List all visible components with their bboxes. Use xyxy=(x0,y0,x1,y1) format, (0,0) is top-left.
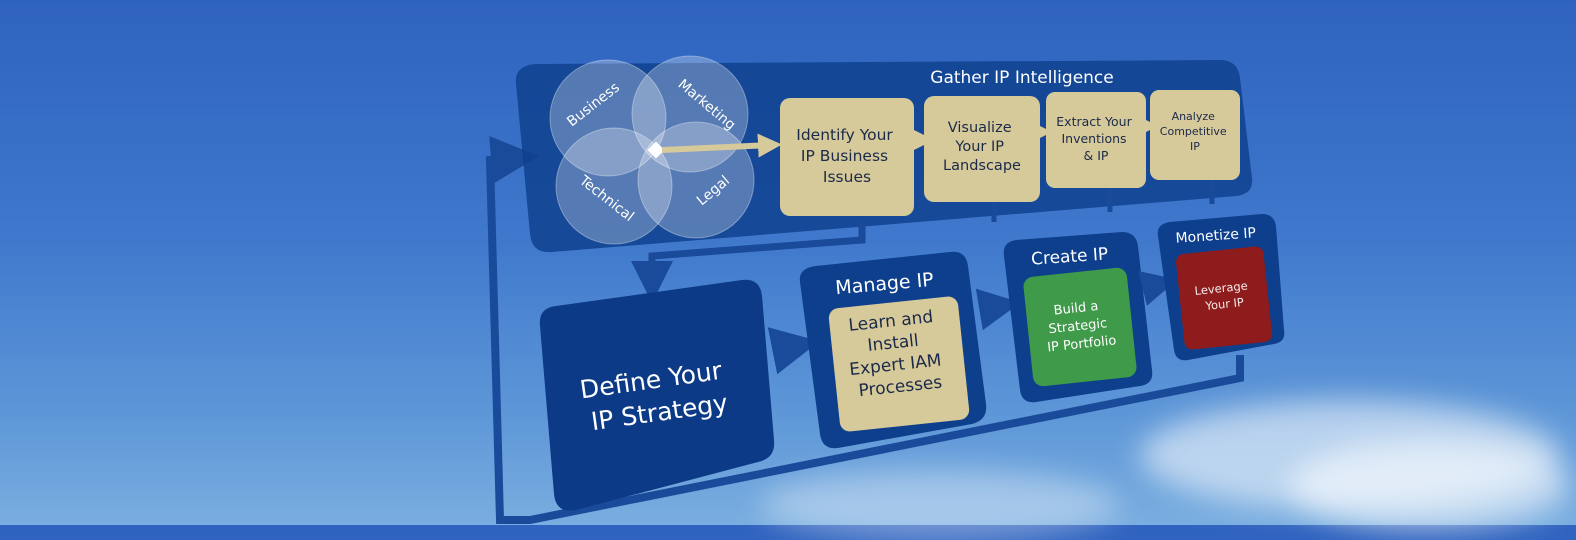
define-to-manage-arrow xyxy=(767,327,820,375)
define-strategy-box xyxy=(539,279,775,511)
venn-center-diamond xyxy=(647,141,665,159)
gather-title: Gather IP Intelligence xyxy=(930,68,1113,88)
create-content-box xyxy=(1023,267,1137,387)
venn-circle-legal xyxy=(637,121,755,239)
monetize-title: Monetize IP xyxy=(1175,225,1256,247)
monetize-content-text: Leverage Your IP xyxy=(1194,278,1254,314)
step-identify-text: Identify Your IP Business Issues xyxy=(796,126,897,186)
ip-management-diagram: Gather IP Intelligence Business Marketin… xyxy=(485,55,1285,524)
step-extract-box xyxy=(1046,92,1146,188)
step-visualize-box xyxy=(924,96,1040,202)
manage-to-create-arrow xyxy=(975,288,1021,331)
venn-to-identify-arrow xyxy=(661,133,782,158)
venn-circle-technical xyxy=(555,127,673,245)
step-visualize-text: Visualize Your IP Landscape xyxy=(943,120,1021,174)
step-identify-box xyxy=(780,98,914,216)
step-analyze-box xyxy=(1150,90,1240,180)
step-extract-text: Extract Your Inventions & IP xyxy=(1056,114,1135,163)
create-content-text: Build a Strategic IP Portfolio xyxy=(1043,298,1117,356)
manage-content-box xyxy=(828,296,970,432)
venn-circle-marketing xyxy=(631,55,749,173)
monetize-content-box xyxy=(1176,246,1272,350)
venn-circle-business xyxy=(549,59,667,177)
create-to-monetize-arrow xyxy=(1138,270,1178,306)
cloud xyxy=(1290,440,1570,530)
step-analyze-text: Analyze Competitive IP xyxy=(1160,110,1230,153)
venn-diagram: Business Marketing Technical Legal xyxy=(549,55,782,245)
feedback-loop-connector xyxy=(485,135,1244,524)
gather-to-define-connector xyxy=(631,222,866,303)
